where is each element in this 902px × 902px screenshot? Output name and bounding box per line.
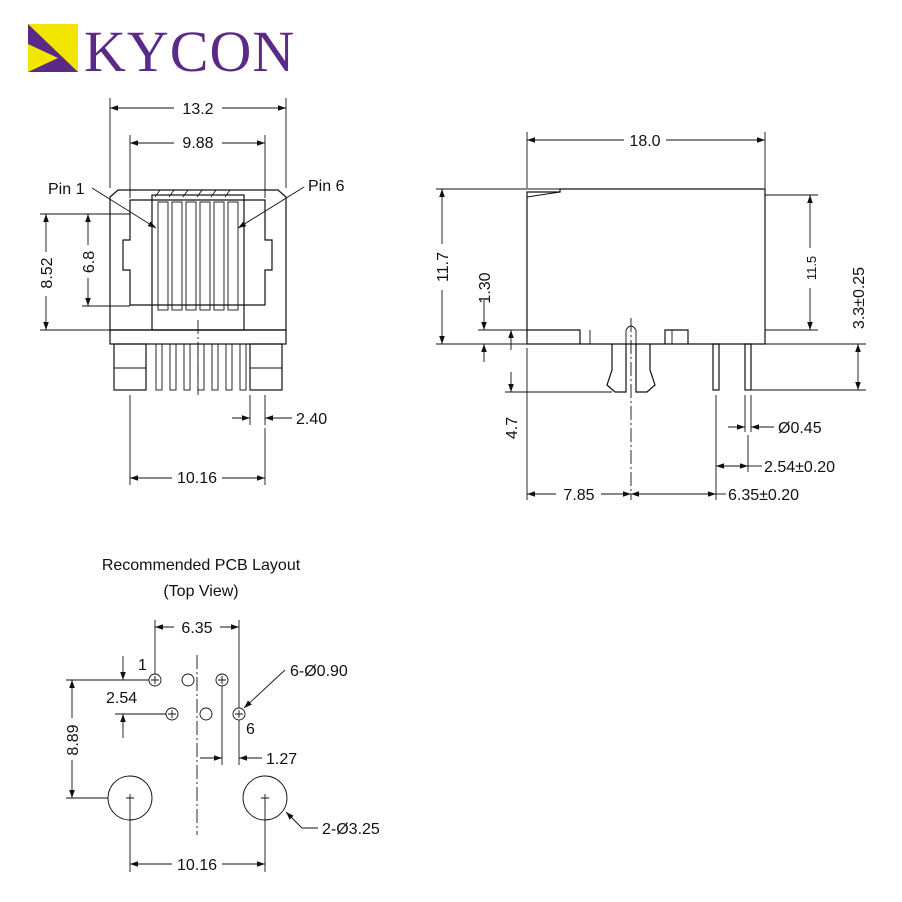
logo-triangle-small xyxy=(28,44,58,72)
standoff xyxy=(527,329,689,344)
side-body xyxy=(526,188,766,345)
dim-11-5: 11.5 xyxy=(804,256,819,280)
brand-name: KYCON xyxy=(84,19,295,84)
dim-1-27: 1.27 xyxy=(266,751,297,768)
pcb-subtitle: (Top View) xyxy=(163,583,238,600)
dim-7-85: 7.85 xyxy=(563,487,594,504)
dim-6-8: 6.8 xyxy=(81,251,98,273)
dim-2-54-tol: 2.54±0.20 xyxy=(764,459,835,476)
contact-fingers xyxy=(154,189,239,311)
pin-hole xyxy=(165,707,179,721)
dim-6-35-pcb: 6.35 xyxy=(181,620,212,637)
dim-9-88: 9.88 xyxy=(182,135,213,152)
dim-4-7: 4.7 xyxy=(504,417,521,439)
jack-opening xyxy=(122,199,273,306)
pin1-number: 1 xyxy=(138,657,147,674)
dim-1-30: 1.30 xyxy=(477,272,494,303)
dim-2-54-pcb: 2.54 xyxy=(106,690,137,707)
lead-front xyxy=(712,343,720,391)
dim-2-40: 2.40 xyxy=(296,411,327,428)
pin-hole xyxy=(215,673,229,687)
right-post xyxy=(249,343,283,391)
pin6-label: Pin 6 xyxy=(308,178,345,195)
dim-13-2: 13.2 xyxy=(182,101,213,118)
dim-d0-45: Ø0.45 xyxy=(778,420,822,437)
dim-3-3: 3.3±0.25 xyxy=(851,267,868,329)
dim-10-16-pcb: 10.16 xyxy=(177,857,217,874)
board-peg-right xyxy=(635,344,656,393)
board-peg-left xyxy=(606,344,627,393)
dim-11-7: 11.7 xyxy=(435,252,452,282)
front-pins xyxy=(155,343,247,391)
side-view: 18.0 11.7 11.5 1.30 3.3±0.25 4.7 Ø0.45 xyxy=(435,132,868,504)
lead-rear xyxy=(744,343,752,391)
dim-8-89: 8.89 xyxy=(65,724,82,755)
kycon-logo: KYCON xyxy=(28,19,295,84)
housing-outline xyxy=(109,189,287,331)
pin6-number: 6 xyxy=(246,721,255,738)
dim-8-52: 8.52 xyxy=(39,257,56,288)
dim-18-0: 18.0 xyxy=(629,133,660,150)
pin-hole xyxy=(181,673,195,687)
pcb-title: Recommended PCB Layout xyxy=(102,557,301,574)
logo-triangle xyxy=(28,24,78,72)
peg-hole-spec: 2-Ø3.25 xyxy=(322,821,380,838)
pin-hole xyxy=(232,707,246,721)
dim-10-16-front: 10.16 xyxy=(177,470,217,487)
pin1-label: Pin 1 xyxy=(48,181,85,198)
left-post xyxy=(113,343,147,391)
hole-spec: 6-Ø0.90 xyxy=(290,663,348,680)
pcb-layout: Recommended PCB Layout (Top View) 6.35 1… xyxy=(65,557,380,874)
pin-hole xyxy=(148,673,162,687)
dim-6-35-tol: 6.35±0.20 xyxy=(728,487,799,504)
pin-hole xyxy=(199,707,213,721)
front-view: 13.2 9.88 Pin 1 Pin 6 8.52 6.8 2.40 xyxy=(39,98,345,487)
